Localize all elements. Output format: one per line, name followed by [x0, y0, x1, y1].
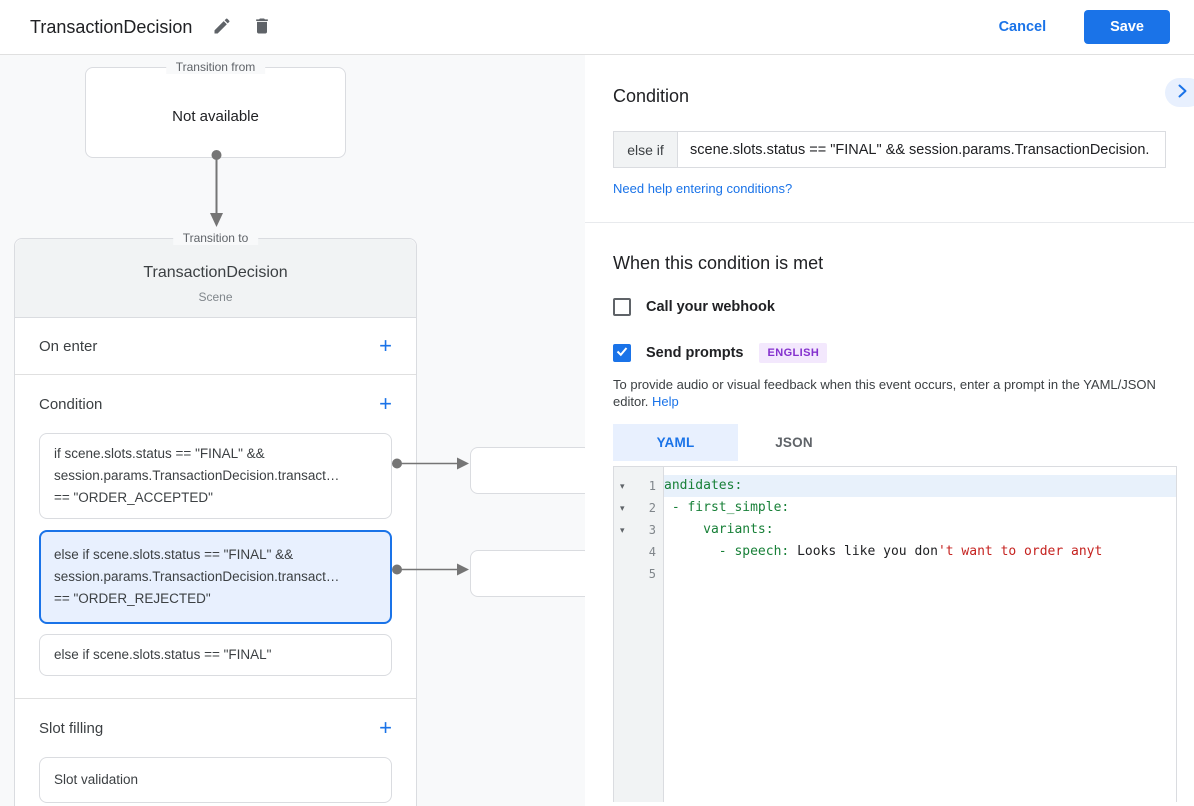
- gutter-row: 4: [614, 541, 663, 563]
- pencil-icon: [212, 16, 232, 39]
- condition-input-group: else if: [613, 131, 1166, 168]
- condition-detail-panel: Condition else if Need help entering con…: [585, 55, 1194, 806]
- transition-target-box-1[interactable]: [470, 447, 585, 494]
- scene-diagram-canvas: Transition from Not available Transition…: [0, 55, 585, 806]
- gutter-row: ▾ 3: [614, 519, 663, 541]
- gutter-row: 5: [614, 563, 663, 585]
- yaml-key: - first_simple:: [664, 500, 790, 515]
- condition-text-line: else if scene.slots.status == "FINAL": [54, 647, 272, 662]
- on-enter-row: On enter +: [15, 318, 416, 375]
- checkmark-icon: [615, 344, 629, 363]
- code-line: variants:: [664, 519, 1176, 541]
- send-prompts-row: Send prompts ENGLISH: [613, 343, 1194, 363]
- yaml-string: 't want to order anyt: [937, 544, 1103, 559]
- line-number: 1: [648, 479, 656, 493]
- line-number: 2: [648, 501, 656, 515]
- panel-title: Condition: [613, 86, 690, 106]
- transition-to-legend: Transition to: [172, 231, 259, 245]
- tab-yaml[interactable]: YAML: [613, 424, 738, 461]
- condition-text-line: == "ORDER_REJECTED": [54, 591, 211, 606]
- line-number: 5: [648, 567, 656, 581]
- line-number: 4: [648, 545, 656, 559]
- scene-type-label: Scene: [198, 290, 233, 304]
- send-prompts-label: Send prompts: [646, 345, 744, 361]
- yaml-editor[interactable]: ▾ 1 ▾ 2 ▾ 3 4 5: [613, 466, 1177, 802]
- condition-text-line: session.params.TransactionDecision.trans…: [54, 569, 340, 584]
- on-enter-label: On enter: [39, 337, 98, 355]
- condition-item-order-rejected-selected[interactable]: else if scene.slots.status == "FINAL" &&…: [39, 530, 392, 624]
- save-button[interactable]: Save: [1084, 10, 1170, 44]
- condition-item-final[interactable]: else if scene.slots.status == "FINAL": [39, 634, 392, 676]
- yaml-key: - speech:: [664, 544, 798, 559]
- editor-code-area[interactable]: andidates: - first_simple: variants: - s…: [664, 467, 1176, 802]
- yaml-key: andidates:: [664, 478, 743, 493]
- condition-text-line: if scene.slots.status == "FINAL" &&: [54, 446, 265, 461]
- when-condition-title: When this condition is met: [613, 253, 824, 273]
- slot-validation-item[interactable]: Slot validation: [39, 757, 392, 803]
- send-prompts-checkbox[interactable]: [613, 344, 631, 362]
- add-on-enter-button[interactable]: +: [379, 333, 392, 358]
- edit-scene-button[interactable]: [212, 16, 232, 39]
- scene-card-header[interactable]: TransactionDecision Scene: [15, 239, 416, 318]
- delete-scene-button[interactable]: [252, 16, 272, 39]
- condition-text-line: else if scene.slots.status == "FINAL" &&: [54, 547, 294, 562]
- prompts-description: To provide audio or visual feedback when…: [613, 376, 1165, 410]
- code-line: - speech: Looks like you don't want to o…: [664, 541, 1176, 563]
- code-line: [664, 563, 1176, 585]
- condition-expression-input[interactable]: [677, 131, 1166, 168]
- add-condition-button[interactable]: +: [379, 391, 392, 416]
- transition-from-box: Transition from Not available: [85, 60, 346, 158]
- slot-filling-section: Slot filling + Slot validation: [15, 699, 416, 806]
- code-line: - first_simple:: [664, 497, 1176, 519]
- transition-from-legend: Transition from: [165, 60, 266, 74]
- condition-text-line: == "ORDER_ACCEPTED": [54, 490, 213, 505]
- yaml-key: variants:: [664, 522, 774, 537]
- condition-section: Condition + if scene.slots.status == "FI…: [15, 375, 416, 699]
- prompts-description-text: To provide audio or visual feedback when…: [613, 377, 1156, 409]
- gutter-row: ▾ 1: [614, 475, 663, 497]
- yaml-value: Looks like you don: [797, 544, 938, 559]
- condition-text-line: session.params.TransactionDecision.trans…: [54, 468, 340, 483]
- call-webhook-checkbox[interactable]: [613, 298, 631, 316]
- prompts-help-link[interactable]: Help: [652, 394, 679, 409]
- add-slot-button[interactable]: +: [379, 715, 392, 740]
- language-badge: ENGLISH: [759, 343, 828, 363]
- webhook-row: Call your webhook: [613, 298, 1194, 316]
- transition-arrow: [210, 150, 223, 227]
- transition-from-value: Not available: [172, 108, 259, 125]
- tab-json[interactable]: JSON: [775, 435, 813, 450]
- fold-toggle-icon[interactable]: ▾: [620, 524, 625, 535]
- gutter-row: ▾ 2: [614, 497, 663, 519]
- top-bar: TransactionDecision Cancel Save: [0, 0, 1194, 55]
- chevron-right-icon: [1173, 82, 1191, 103]
- scene-name: TransactionDecision: [143, 264, 288, 281]
- cancel-button[interactable]: Cancel: [998, 19, 1047, 35]
- transition-to-card: Transition to TransactionDecision Scene …: [14, 231, 417, 806]
- condition-item-order-accepted[interactable]: if scene.slots.status == "FINAL" && sess…: [39, 433, 392, 519]
- call-webhook-label: Call your webhook: [646, 299, 775, 315]
- condition-1-arrow: [392, 457, 469, 470]
- fold-toggle-icon[interactable]: ▾: [620, 502, 625, 513]
- trash-icon: [252, 16, 272, 39]
- condition-prefix: else if: [613, 131, 677, 168]
- page-title: TransactionDecision: [30, 16, 193, 37]
- code-line: andidates:: [664, 475, 1176, 497]
- collapse-panel-button[interactable]: [1165, 78, 1194, 107]
- condition-help-link[interactable]: Need help entering conditions?: [613, 181, 793, 196]
- panel-divider: [585, 222, 1194, 223]
- editor-tabs: YAML JSON: [613, 424, 1194, 461]
- condition-section-label: Condition: [39, 395, 103, 413]
- transition-target-box-2[interactable]: [470, 550, 585, 597]
- condition-2-arrow: [392, 563, 469, 576]
- editor-gutter: ▾ 1 ▾ 2 ▾ 3 4 5: [614, 467, 664, 802]
- slot-filling-label: Slot filling: [39, 719, 104, 737]
- fold-toggle-icon[interactable]: ▾: [620, 480, 625, 491]
- line-number: 3: [648, 523, 656, 537]
